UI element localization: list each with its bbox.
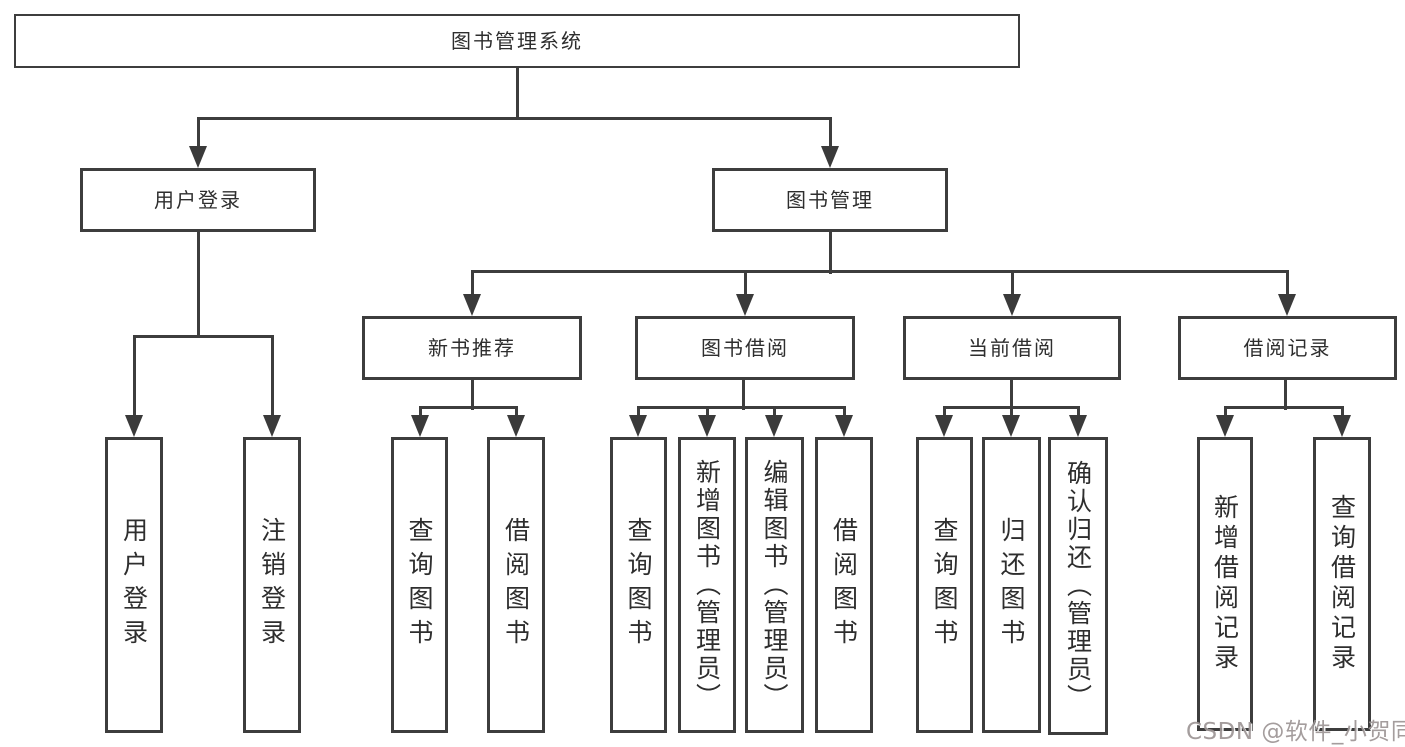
- arrow-down-icon: [1003, 294, 1021, 316]
- arrow-down-icon: [1069, 415, 1087, 437]
- connector-drop: [1285, 270, 1289, 298]
- connector-level3-rail: [470, 270, 1289, 273]
- connector-drop: [196, 116, 200, 150]
- leaf-query-books-current: 查询图书: [916, 437, 973, 733]
- arrow-down-icon: [765, 415, 783, 437]
- node-label: 查询图书: [930, 517, 959, 653]
- node-label: 图书管理: [786, 188, 874, 212]
- connector-userlogin-stem: [196, 232, 200, 337]
- leaf-edit-books-admin: 编辑图书（管理员）: [745, 437, 804, 733]
- leaf-add-borrow-record: 新增借阅记录: [1197, 437, 1253, 731]
- node-label: 确认归还（管理员）: [1063, 460, 1093, 712]
- leaf-query-borrow-record: 查询借阅记录: [1313, 437, 1371, 731]
- connector-drop: [514, 406, 518, 418]
- node-label: 用户登录: [119, 517, 149, 653]
- connector-records-stem: [1283, 380, 1287, 410]
- arrow-down-icon: [698, 415, 716, 437]
- connector-drop: [705, 406, 709, 418]
- arrow-down-icon: [411, 415, 429, 437]
- arrow-down-icon: [629, 415, 647, 437]
- node-book-borrowing: 图书借阅: [635, 316, 855, 380]
- arrow-down-icon: [935, 415, 953, 437]
- connector-drop: [1340, 406, 1344, 418]
- connector-records-rail: [1223, 406, 1344, 409]
- connector-drop: [1223, 406, 1227, 418]
- connector-bookmgmt-stem: [828, 232, 832, 274]
- arrow-down-icon: [1216, 415, 1234, 437]
- node-label: 查询图书: [624, 517, 653, 653]
- arrow-down-icon: [736, 294, 754, 316]
- node-label: 当前借阅: [968, 336, 1056, 360]
- node-label: 新增图书（管理员）: [692, 459, 722, 711]
- connector-drop: [842, 406, 846, 418]
- node-label: 归还图书: [997, 517, 1026, 653]
- node-label: 新书推荐: [428, 336, 516, 360]
- leaf-borrow-books-recommend: 借阅图书: [487, 437, 545, 733]
- leaf-query-books-recommend: 查询图书: [391, 437, 448, 733]
- leaf-logout: 注销登录: [243, 437, 301, 733]
- leaf-return-books: 归还图书: [982, 437, 1041, 733]
- watermark-csdn: CSDN @软件_小贺同学: [1186, 719, 1405, 745]
- leaf-query-books-borrow: 查询图书: [610, 437, 667, 733]
- arrow-down-icon: [1002, 415, 1020, 437]
- node-book-management: 图书管理: [712, 168, 948, 232]
- connector-drop: [270, 334, 274, 418]
- node-label: 用户登录: [154, 188, 242, 212]
- connector-borrow-stem: [741, 380, 745, 410]
- leaf-borrow-books: 借阅图书: [815, 437, 873, 733]
- leaf-confirm-return-admin: 确认归还（管理员）: [1048, 437, 1108, 735]
- arrow-down-icon: [125, 415, 143, 437]
- connector-recommend-stem: [470, 380, 474, 410]
- connector-drop: [772, 406, 776, 418]
- node-user-login: 用户登录: [80, 168, 316, 232]
- arrow-down-icon: [835, 415, 853, 437]
- node-new-book-recommendation: 新书推荐: [362, 316, 582, 380]
- arrow-down-icon: [1333, 415, 1351, 437]
- node-borrowing-records: 借阅记录: [1178, 316, 1397, 380]
- connector-drop: [418, 406, 422, 418]
- connector-drop: [636, 406, 640, 418]
- arrow-down-icon: [1278, 294, 1296, 316]
- leaf-add-books-admin: 新增图书（管理员）: [678, 437, 736, 733]
- leaf-user-login: 用户登录: [105, 437, 163, 733]
- arrow-down-icon: [463, 294, 481, 316]
- connector-drop: [942, 406, 946, 418]
- node-label: 编辑图书（管理员）: [760, 459, 789, 711]
- arrow-down-icon: [507, 415, 525, 437]
- node-label: 图书借阅: [701, 336, 789, 360]
- node-label: 借阅图书: [829, 517, 859, 653]
- arrow-down-icon: [189, 146, 207, 168]
- node-label: 注销登录: [257, 517, 287, 653]
- connector-current-stem: [1009, 380, 1013, 410]
- node-library-system: 图书管理系统: [14, 14, 1020, 68]
- connector-drop: [1076, 406, 1080, 418]
- connector-drop: [828, 116, 832, 150]
- connector-drop: [132, 334, 136, 418]
- node-label: 图书管理系统: [451, 29, 583, 53]
- node-label: 新增借阅记录: [1210, 494, 1240, 674]
- connector-level2-rail: [196, 116, 832, 120]
- connector-recommend-rail: [418, 406, 518, 409]
- node-label: 查询图书: [405, 517, 434, 653]
- connector-drop: [470, 270, 474, 298]
- connector-userlogin-rail: [132, 334, 274, 338]
- connector-drop: [1009, 406, 1013, 418]
- arrow-down-icon: [821, 146, 839, 168]
- connector-drop: [1010, 270, 1014, 298]
- node-label: 借阅图书: [501, 517, 531, 653]
- arrow-down-icon: [263, 415, 281, 437]
- node-label: 借阅记录: [1243, 336, 1332, 360]
- connector-root-stem: [515, 68, 519, 120]
- node-label: 查询借阅记录: [1327, 494, 1357, 674]
- node-current-borrowing: 当前借阅: [903, 316, 1121, 380]
- connector-borrow-rail: [636, 406, 846, 409]
- connector-drop: [743, 270, 747, 298]
